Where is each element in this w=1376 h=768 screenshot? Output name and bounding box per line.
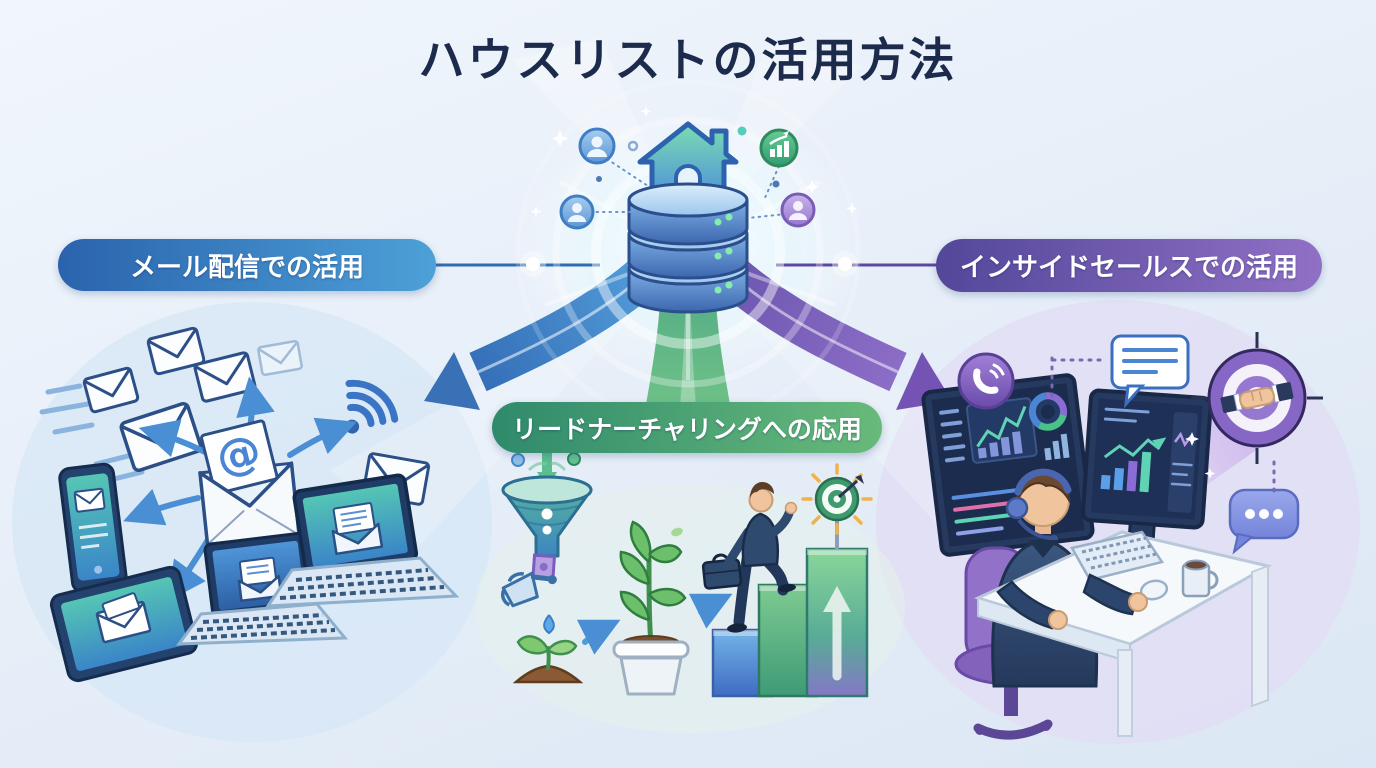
up-arrow-icon	[823, 586, 851, 681]
message-bubble-icon	[1110, 334, 1190, 409]
user-circle-icon	[559, 194, 595, 230]
envelope-icon	[257, 339, 303, 377]
target-handshake-icon	[1191, 332, 1323, 464]
glow-node	[838, 257, 852, 271]
smartphone-email-icon	[58, 462, 128, 594]
branch-label-inside-sales: インサイドセールスでの活用	[936, 239, 1322, 292]
target-goal-icon	[801, 463, 873, 535]
growth-arrow-icon	[688, 593, 733, 629]
sparkle-icon	[530, 106, 858, 217]
dot-accent	[627, 140, 639, 152]
sparkle-icon	[1185, 432, 1216, 479]
envelope-icon	[82, 366, 140, 414]
potted-plant-icon	[612, 520, 690, 696]
mug-icon	[1181, 559, 1219, 598]
branch-label-email: メール配信での活用	[58, 239, 436, 291]
user-circle-icon	[780, 192, 816, 228]
nurturing-arrow	[645, 285, 731, 410]
inside-sales-cluster	[921, 332, 1323, 740]
headset-mic	[1017, 518, 1053, 540]
email-cluster: @	[39, 326, 460, 683]
climbing-businessman-icon	[701, 482, 798, 633]
glow-node	[526, 257, 540, 271]
dashboard-monitor-icon	[921, 373, 1095, 557]
seedling-icon	[512, 635, 584, 684]
open-envelope-at-icon: @	[198, 419, 301, 547]
laptop-email-icon	[265, 473, 460, 608]
user-circle-icon	[578, 127, 616, 165]
email-arrowhead	[424, 352, 480, 410]
donut-chart-icon	[1028, 392, 1068, 431]
handshake-icon	[1220, 382, 1294, 413]
keyboard-icon	[1070, 530, 1165, 582]
hub-database	[530, 106, 858, 314]
agent-arms	[996, 573, 1148, 630]
water-drop-icon	[543, 614, 555, 635]
chat-dots-icon	[1228, 488, 1300, 555]
page-title: ハウスリストの活用方法	[418, 35, 958, 86]
house-icon	[637, 121, 739, 200]
branch-label-nurturing: リードナーチャリングへの応用	[492, 402, 882, 453]
database-icon	[627, 182, 749, 314]
watering-can-icon	[501, 571, 557, 608]
headset-band	[1014, 468, 1072, 496]
phone-circle-icon	[957, 352, 1015, 410]
bar-steps-icon	[711, 547, 869, 698]
growth-arrow-icon	[576, 619, 621, 655]
dashed-connectors	[1050, 356, 1276, 494]
headset-earcup	[1005, 496, 1029, 520]
funnel-icon	[501, 444, 593, 581]
growth-chart-circle-icon	[759, 128, 799, 168]
tablet-email-icon	[49, 565, 199, 683]
envelope-icon	[146, 326, 206, 376]
nurturing-cluster	[501, 444, 873, 698]
dot-accent	[737, 126, 747, 136]
